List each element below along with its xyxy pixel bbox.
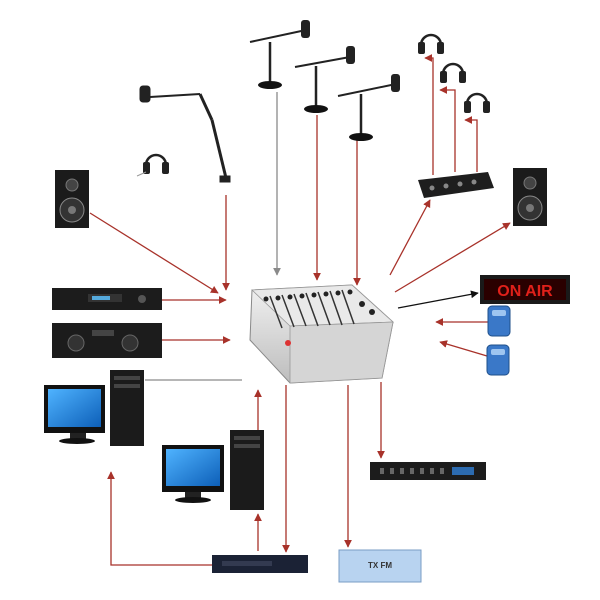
speaker-left: [55, 170, 89, 228]
speaker-right: [513, 168, 547, 226]
audio-mixer: [249, 284, 394, 384]
on-air-label: ON AIR: [497, 283, 553, 300]
arrow-mixer-to-hp-amp: [389, 199, 431, 276]
rack-unit: [370, 462, 486, 480]
tx-fm-transmitter: TX FM: [338, 549, 422, 583]
arrow-phone-2: [439, 340, 488, 357]
microphone-stand-1: [249, 20, 310, 89]
arrow-on-air: [397, 290, 479, 309]
connection-arrows: [89, 54, 511, 566]
arrow-right-speaker: [394, 222, 511, 293]
computer-1: [44, 370, 144, 446]
headphones-3: [464, 92, 490, 113]
arrow-hp-2: [439, 86, 456, 172]
dual-cd-player: [52, 323, 162, 358]
computer-2: [162, 430, 264, 510]
headphones-1: [418, 33, 444, 54]
headphones-presenter: [136, 153, 169, 177]
distribution-unit: [212, 555, 308, 573]
telephone-1: [487, 305, 511, 337]
cd-player: [52, 288, 162, 310]
on-air-sign: ON AIR: [480, 275, 570, 304]
microphone-stand-2: [294, 46, 355, 113]
microphone-boom-arm: [139, 85, 231, 183]
tx-fm-label: TX FM: [368, 561, 392, 570]
telephone-2: [486, 344, 510, 376]
arrow-hp-3: [464, 116, 478, 172]
arrow-dist-to-computer-1: [107, 471, 212, 566]
headphones-2: [440, 62, 466, 83]
arrow-hp-1: [424, 54, 434, 175]
headphone-amplifier: [418, 172, 494, 198]
arrow-left-speaker: [89, 212, 219, 294]
microphone-stand-3: [337, 74, 400, 141]
